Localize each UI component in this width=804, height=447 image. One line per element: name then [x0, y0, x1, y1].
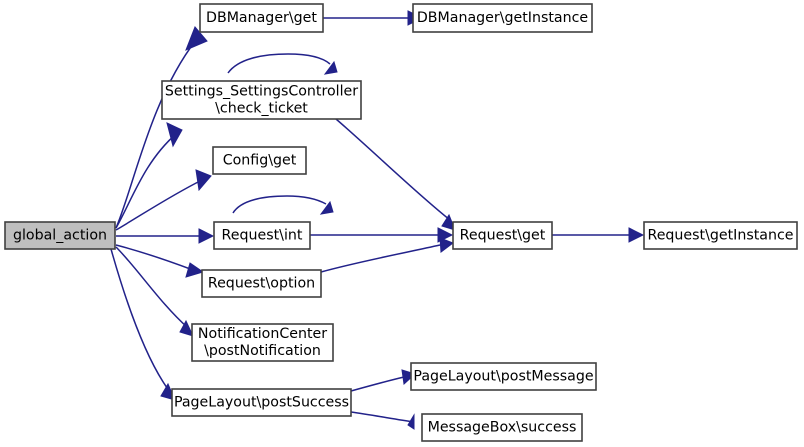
node-dbmanager_getinstance[interactable]: DBManager\getInstance	[412, 3, 593, 33]
edge-request_int-to-request_get	[310, 227, 454, 243]
edge-request_option-to-request_get	[320, 237, 455, 273]
arrowhead-icon	[323, 60, 338, 75]
node-box[interactable]	[171, 388, 352, 417]
edge-pagelayout_postsuccess-to-pagelayout_postmessage	[350, 369, 416, 392]
node-label: Request\int	[222, 228, 303, 244]
edge-line	[320, 244, 441, 273]
node-label: Request\get	[460, 228, 546, 244]
edge-pagelayout_postsuccess-to-messagebox_success	[350, 411, 415, 430]
edge-line	[115, 244, 194, 271]
node-box[interactable]	[199, 3, 324, 33]
edge-line	[115, 179, 203, 231]
node-request_getinstance[interactable]: Request\getInstance	[643, 221, 798, 250]
edge-global_action-to-config_get	[115, 169, 212, 231]
node-notificationcenter_postnotification[interactable]: NotificationCenter\postNotification	[191, 323, 334, 362]
arrowhead-icon	[179, 319, 194, 337]
edge-global_action-to-notificationcenter_postnotification	[115, 246, 194, 337]
node-box[interactable]	[4, 221, 116, 250]
nodes-layer: global_action DBManager\get DBManager\getI…	[4, 3, 798, 442]
node-label: PageLayout\postMessage	[413, 369, 593, 385]
node-settings_check_ticket[interactable]: Settings_SettingsController\check_ticket	[161, 80, 362, 120]
node-config_get[interactable]: Config\get	[212, 146, 307, 175]
edge-line	[110, 248, 171, 393]
node-box[interactable]	[410, 362, 597, 391]
arrowhead-icon	[319, 200, 334, 215]
arrowhead-icon	[439, 237, 455, 253]
node-request_get[interactable]: Request\get	[452, 221, 553, 250]
node-global_action[interactable]: global_action	[4, 221, 116, 250]
node-request_option[interactable]: Request\option	[201, 269, 322, 298]
node-label: Config\get	[223, 153, 297, 169]
arrowhead-icon	[407, 413, 415, 430]
edge-line	[227, 53, 331, 74]
arrowhead-icon	[441, 213, 456, 231]
node-messagebox_success[interactable]: MessageBox\success	[421, 413, 583, 442]
edge-global_action-to-pagelayout_postsuccess	[110, 248, 176, 401]
arrowhead-icon	[198, 228, 215, 244]
arrowhead-icon	[166, 122, 183, 148]
node-pagelayout_postsuccess[interactable]: PageLayout\postSuccess	[171, 388, 352, 417]
node-label: global_action	[13, 228, 107, 244]
node-box[interactable]	[452, 221, 553, 250]
edge-global_action-to-request_int	[116, 228, 215, 244]
edges-layer	[110, 10, 645, 430]
edge-line	[115, 39, 197, 229]
edge-line	[350, 376, 405, 392]
edge-request_get-to-request_getinstance	[552, 227, 645, 243]
node-box[interactable]	[412, 3, 593, 33]
node-pagelayout_postmessage[interactable]: PageLayout\postMessage	[410, 362, 597, 391]
node-box[interactable]	[191, 323, 334, 362]
node-label: DBManager\getInstance	[417, 10, 588, 26]
node-box[interactable]	[643, 221, 798, 250]
node-label: Settings_SettingsController	[165, 84, 358, 100]
edge-request_int-to-request_int	[232, 195, 334, 215]
edge-line	[115, 133, 177, 229]
node-box[interactable]	[161, 80, 362, 120]
node-dbmanager_get[interactable]: DBManager\get	[199, 3, 324, 33]
edge-line	[335, 118, 451, 221]
node-label: Request\getInstance	[647, 228, 793, 244]
edge-global_action-to-dbmanager_get	[115, 26, 208, 229]
node-request_int[interactable]: Request\int	[213, 221, 311, 250]
node-label: Request\option	[208, 276, 315, 292]
arrowhead-icon	[195, 169, 212, 192]
node-label: \postNotification	[204, 343, 321, 359]
node-label: PageLayout\postSuccess	[174, 395, 349, 411]
node-label: NotificationCenter	[198, 326, 327, 342]
node-label: \check_ticket	[215, 101, 308, 117]
edge-settings_check_ticket-to-settings_check_ticket	[227, 53, 338, 75]
node-label: MessageBox\success	[428, 420, 577, 436]
arrowhead-icon	[628, 227, 645, 243]
edge-global_action-to-settings_check_ticket	[115, 122, 183, 229]
node-box[interactable]	[201, 269, 322, 298]
arrowhead-icon	[185, 262, 205, 278]
node-box[interactable]	[421, 413, 583, 442]
arrowhead-icon	[185, 26, 208, 51]
edge-global_action-to-request_option	[115, 244, 205, 278]
edge-dbmanager_get-to-dbmanager_getinstance	[323, 10, 424, 26]
edge-line	[350, 411, 415, 423]
node-box[interactable]	[213, 221, 311, 250]
edge-line	[115, 246, 189, 329]
edge-settings_check_ticket-to-request_get	[335, 118, 456, 231]
node-box[interactable]	[212, 146, 307, 175]
node-label: DBManager\get	[206, 10, 317, 26]
edge-line	[232, 195, 327, 214]
